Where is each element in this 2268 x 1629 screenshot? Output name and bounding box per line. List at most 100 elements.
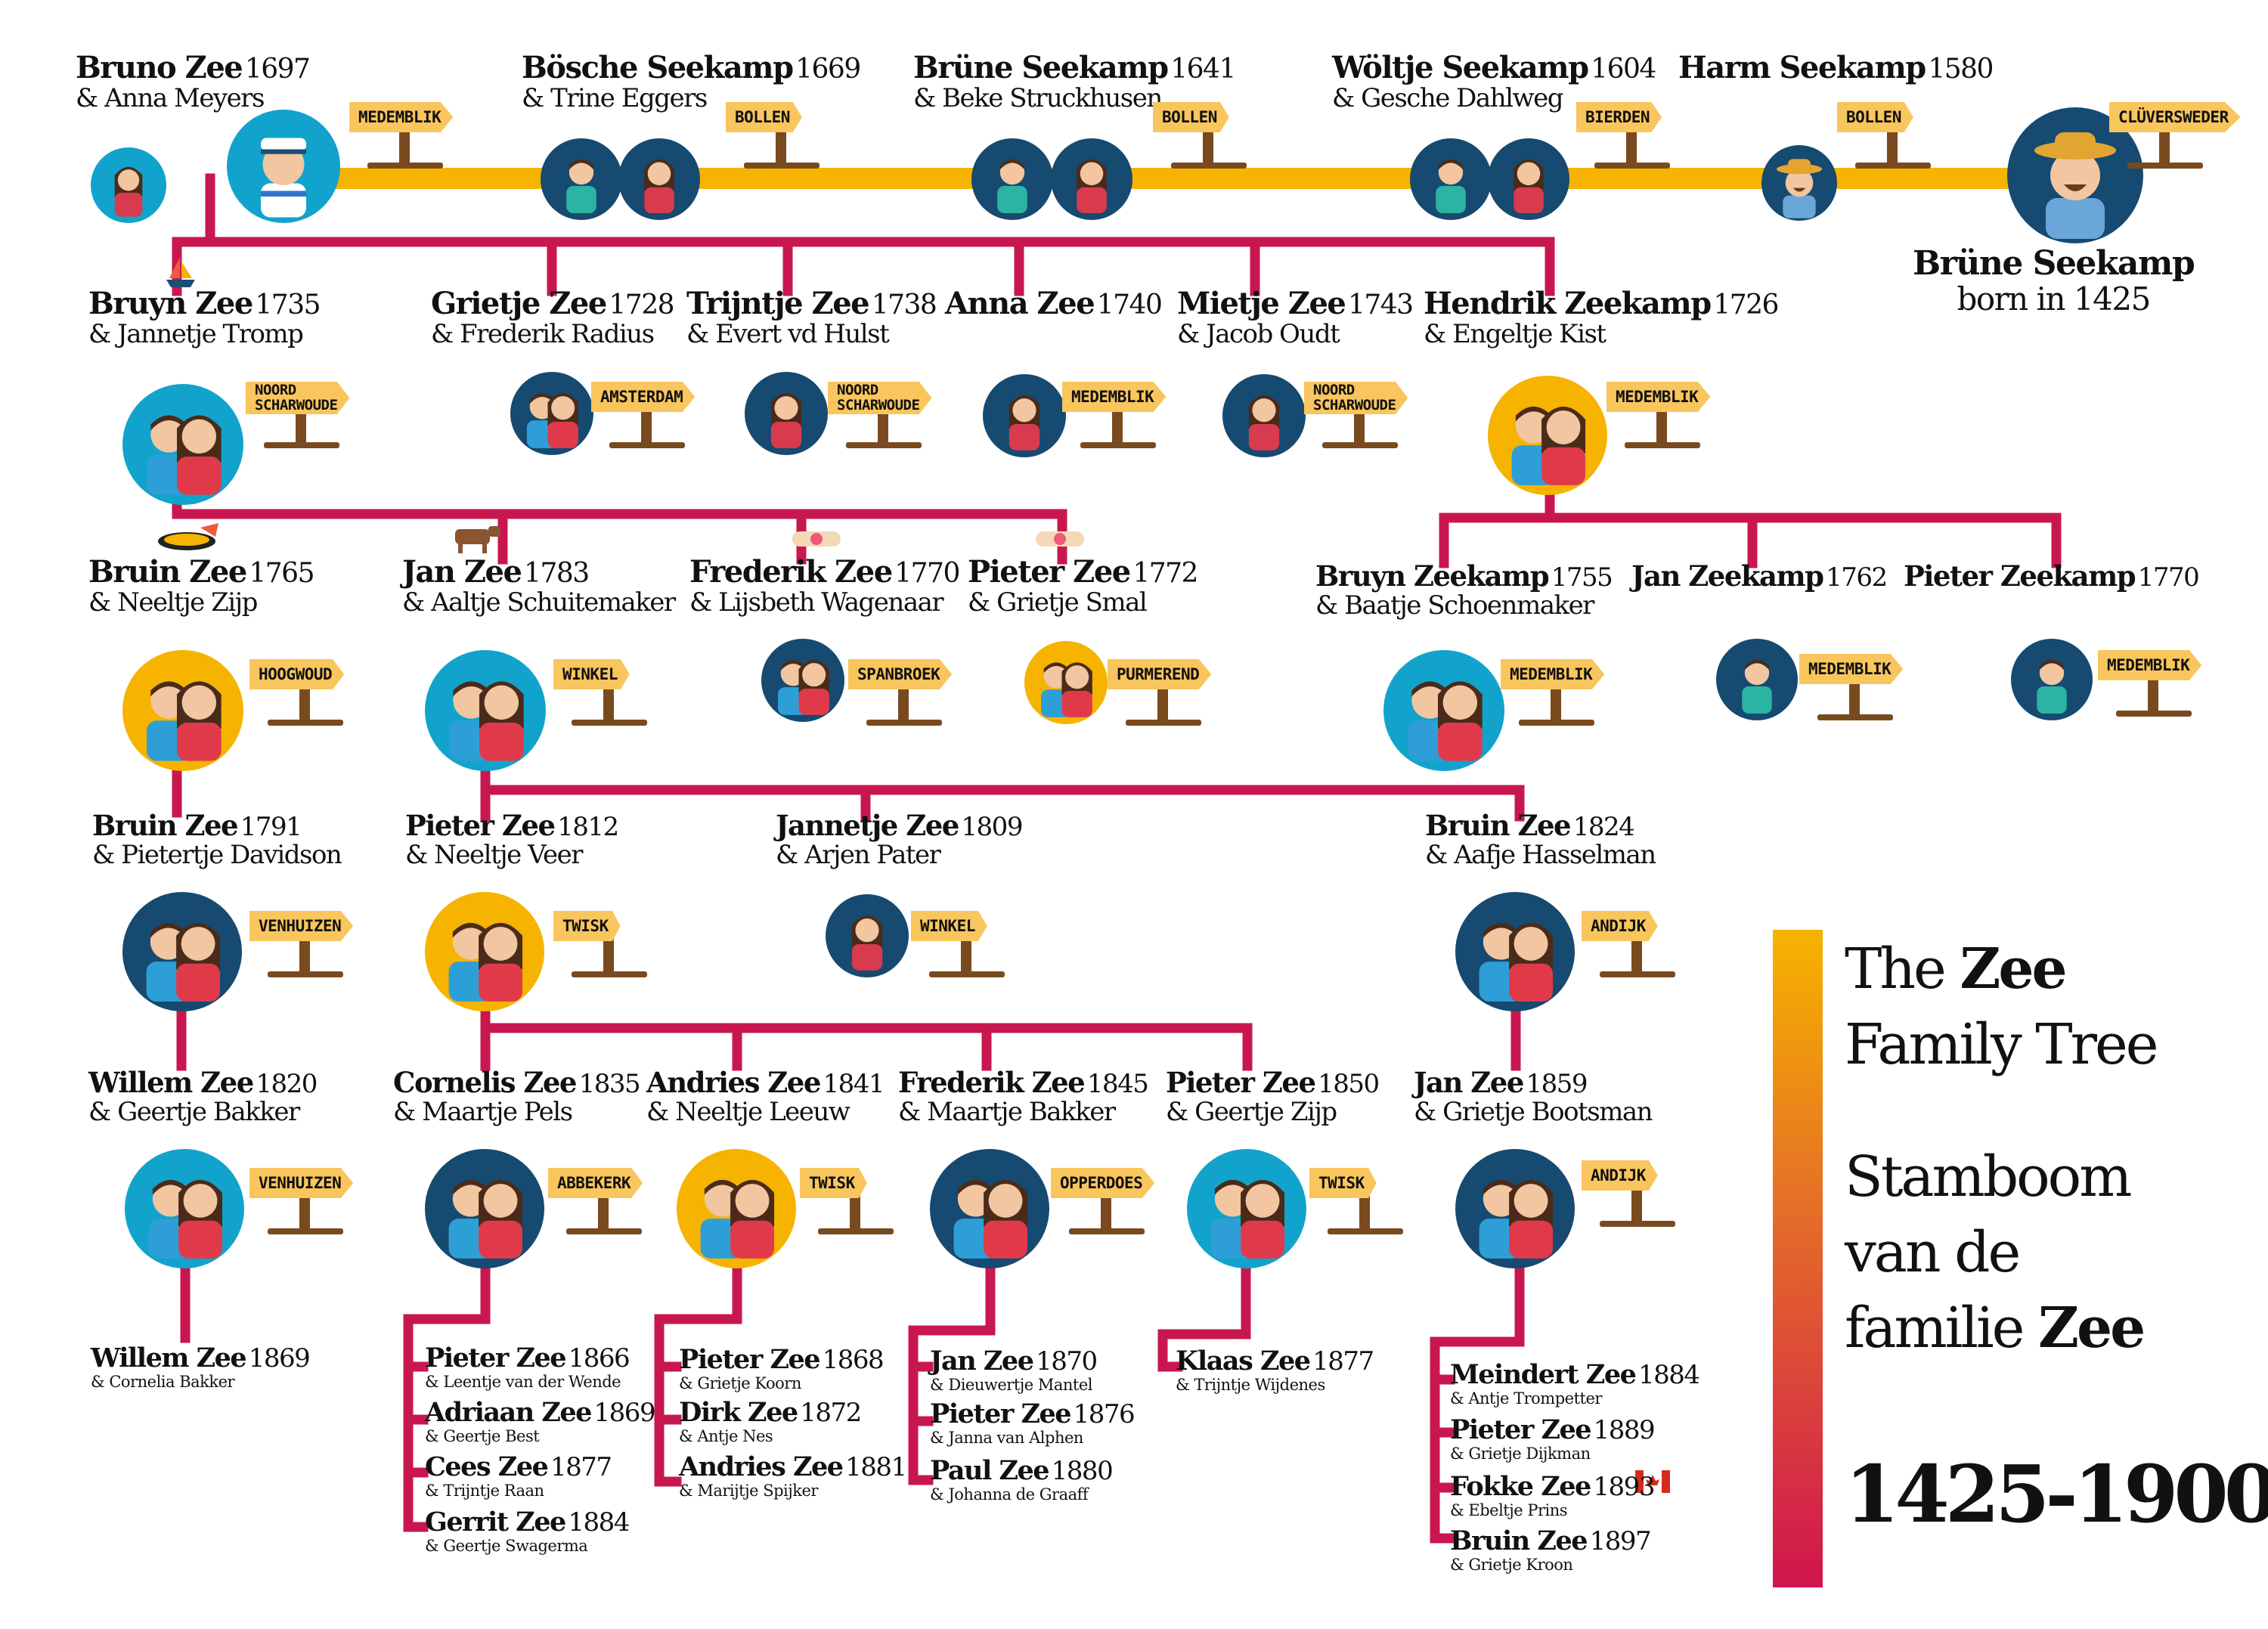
person-name: Bruin Zee [88, 554, 247, 590]
signpost-twisk: TWISK [1309, 1168, 1423, 1236]
signpost-base [1519, 720, 1594, 726]
avatar-pieter-1770 [2011, 639, 2093, 720]
person-label-frederik1845: Frederik Zee 1845& Maartje Bakker [898, 1067, 1149, 1127]
birth-year: 1850 [1318, 1069, 1380, 1099]
signpost-spanbroek: SPANBROEK [848, 659, 962, 727]
person-label-pieter1866: Pieter Zee 1866& Leentje van der Wende [425, 1343, 631, 1391]
signpost-base [609, 442, 685, 448]
legend-subtitle-line1: Stamboom [1845, 1144, 2132, 1209]
birth-year: 1897 [1589, 1526, 1652, 1556]
signpost-base [572, 720, 647, 726]
place-name: MEDEMBLIK [1606, 382, 1711, 412]
place-line2: SCHARWOUDE [837, 397, 920, 413]
legend-title-line1: The Zee [1845, 937, 2068, 1002]
birth-year: 1877 [550, 1452, 612, 1482]
place-name: VENHUIZEN [249, 1168, 354, 1198]
legend-subtitle-line2: van de [1845, 1220, 2021, 1285]
spouse-name: & Grietje Koorn [679, 1374, 801, 1392]
spouse-name: & Lijsbeth Wagenaar [689, 587, 944, 618]
person-name: Pieter Zee [405, 809, 556, 842]
signpost-base [2116, 711, 2192, 717]
avatar-bruin-1824 [1455, 892, 1575, 1011]
signpost-base [367, 163, 443, 169]
person-label-harm: Harm Seekamp 1580 [1678, 51, 1994, 85]
person-name: Brüne Seekamp [913, 50, 1169, 85]
birth-year: 1835 [578, 1069, 641, 1099]
avatar-bruyn-1735 [122, 384, 243, 505]
spouse-name: & Leentje van der Wende [425, 1372, 621, 1391]
person-name: Meindert Zee [1450, 1359, 1637, 1390]
avatar-trine-eggers [618, 138, 700, 220]
person-name: Cees Zee [425, 1451, 549, 1482]
avatar-bosche-seekamp [541, 138, 622, 220]
person-name: Trijntje Zee [686, 286, 870, 321]
spouse-name: & Neeltje Zijp [88, 587, 258, 618]
person-name: Andries Zee [646, 1066, 821, 1099]
signpost-medemblik: MEDEMBLIK [1501, 659, 1614, 727]
signpost-venhuizen: VENHUIZEN [249, 911, 363, 979]
person-name: Gerrit Zee [425, 1507, 566, 1538]
signpost-base [1817, 714, 1893, 720]
place-line1: NOORD [837, 382, 878, 398]
avatar-anna-1740 [983, 374, 1066, 457]
place-name: BIERDEN [1576, 102, 1662, 132]
spouse-name: & Antje Trompetter [1450, 1389, 1602, 1408]
person-label-meindert1884: Meindert Zee 1884 & Antje Trompetter [1450, 1359, 1700, 1408]
birth-year: 1884 [1637, 1360, 1700, 1390]
person-name: Frederik Zee [689, 554, 893, 590]
person-label-paul1880: Paul Zee 1880& Johanna de Graaff [930, 1456, 1114, 1504]
spouse-name: & Grietje Bootsman [1414, 1097, 1653, 1128]
person-name: Pieter Zee [1166, 1066, 1316, 1099]
place-name: MEDEMBLIK [1799, 654, 1904, 684]
legend-title-line2: Family Tree [1845, 1012, 2159, 1077]
birth-year: 1735 [255, 290, 321, 321]
person-label-brune1641: Brüne Seekamp 1641& Beke Struckhusen [913, 50, 1236, 113]
birth-year: 1770 [2137, 562, 2200, 593]
person-label-hendrik1726: Hendrik Zeekamp 1726& Engeltje Kist [1424, 287, 1779, 348]
shoe-icon [158, 523, 218, 550]
birth-year: 1889 [1593, 1415, 1656, 1445]
avatar-willem-1820 [125, 1149, 244, 1268]
avatar-brune-seekamp-1641 [971, 138, 1053, 220]
person-name: Jan Zee [930, 1346, 1034, 1377]
person-name: Pieter Zee [968, 554, 1131, 590]
signpost-venhuizen: VENHUIZEN [249, 1168, 363, 1236]
person-label-frederik1770: Frederik Zee 1770& Lijsbeth Wagenaar [689, 554, 960, 618]
avatar-frederik-1845 [930, 1149, 1049, 1268]
person-name: Willem Zee [88, 1066, 254, 1099]
person-name: Bruin Zee [92, 809, 239, 842]
place-name: SPANBROEK [848, 659, 953, 689]
signpost-opperdoes: OPPERDOES [1051, 1168, 1164, 1236]
person-label-adriaan1869: Adriaan Zee 1869& Geertje Best [425, 1398, 656, 1445]
spouse-name: & Maartje Pels [393, 1097, 573, 1128]
birth-year: 1824 [1572, 812, 1635, 842]
person-label-bosche: Bösche Seekamp 1669& Trine Eggers [522, 51, 861, 113]
legend-subtitle-line3: familie Zee [1845, 1296, 2146, 1361]
birth-year: 1869 [248, 1343, 311, 1374]
avatar-pieter-1850 [1187, 1149, 1306, 1268]
scroll-icon [1036, 531, 1084, 547]
signpost-base [1328, 1228, 1403, 1234]
avatar-bruno-zee [227, 110, 340, 223]
person-name: Cornelis Zee [393, 1066, 577, 1099]
birth-year: 1726 [1713, 290, 1779, 321]
place-name: AMSTERDAM [591, 382, 696, 412]
birth-year: 1728 [609, 290, 674, 321]
signpost-winkel: WINKEL [553, 659, 667, 727]
avatar-beke-struckhusen [1051, 138, 1132, 220]
birth-year: 1872 [800, 1398, 862, 1428]
signpost-bollen: BOLLEN [726, 102, 839, 170]
spouse-name: & Jacob Oudt [1177, 319, 1340, 349]
signpost-base [1171, 163, 1247, 169]
sailboat-icon [166, 257, 195, 287]
avatar-pieter-1772 [1024, 641, 1108, 724]
signpost-base [1600, 1221, 1675, 1227]
spouse-name: & Aafje Hasselman [1425, 840, 1656, 871]
spouse-name: & Grietje Kroon [1450, 1555, 1573, 1574]
place-name: ABBEKERK [548, 1168, 643, 1198]
avatar-gesche-dahlweg [1488, 138, 1569, 220]
signpost-abbekerk: ABBEKERK [548, 1168, 662, 1236]
spouse-name: & Cornelia Bakker [91, 1372, 235, 1391]
birth-year: 1809 [961, 812, 1023, 842]
spouse-name: & Frederik Radius [431, 319, 655, 349]
